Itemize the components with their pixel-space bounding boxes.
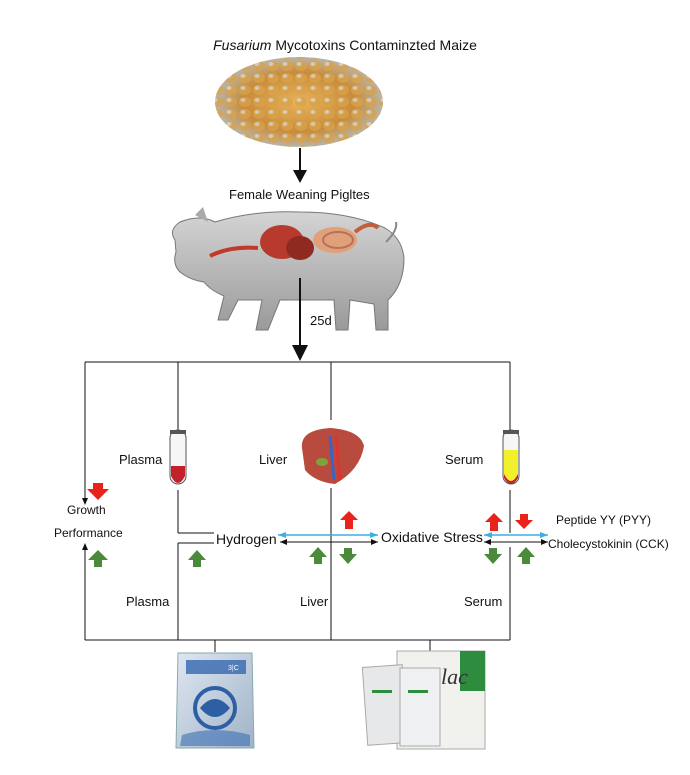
connector-oxidative-hormones-black [484, 539, 548, 545]
growth-up-arrow-icon [88, 550, 108, 567]
diagram-title: Fusarium Mycotoxins Contaminzted Maize [0, 37, 690, 53]
connector-hydrogen-oxidative-black [280, 539, 378, 545]
oxidative-serum-up-arrow-icon [485, 513, 503, 531]
hydrogen-label: Hydrogen [216, 531, 277, 547]
left-package-code: 3|C [228, 665, 239, 672]
serum-tube-icon [502, 429, 520, 485]
liver-bottom-label: Liver [300, 594, 329, 609]
growth-label-line2: Performance [54, 526, 123, 540]
pyy-label: Peptide YY (PYY) [556, 513, 651, 527]
liver-icon [301, 428, 364, 484]
title-rest: Mycotoxins Contaminzted Maize [271, 37, 477, 53]
cck-up-arrow-icon [517, 547, 535, 564]
serum-bottom-label: Serum [464, 594, 503, 609]
oxidative-liver-up-arrow-icon [340, 511, 358, 529]
hydrogen-up-arrow-icon [188, 550, 206, 567]
connector-hydrogen-oxidative [278, 532, 378, 538]
hydrogen-supplement-package [175, 652, 255, 749]
arrow-maize-to-pig [293, 148, 307, 183]
plasma-bottom-label: Plasma [126, 594, 170, 609]
plasma-sample-label: Plasma [119, 452, 163, 467]
arrow-pig-to-split [292, 278, 308, 361]
title-italic: Fusarium [213, 37, 272, 53]
maize-image [215, 57, 383, 147]
hydrogen-liver-up-arrow-icon [309, 547, 327, 564]
growth-arrow-head [82, 498, 88, 505]
connector-oxidative-hormones [484, 532, 548, 538]
digestive-organs [209, 222, 380, 260]
subject-label: Female Weaning Pigltes [229, 187, 370, 202]
liver-sample-label: Liver [259, 452, 288, 467]
oxidative-stress-label: Oxidative Stress [381, 529, 483, 545]
cck-label: Cholecystokinin (CCK) [548, 537, 669, 551]
probiotic-product-box [361, 650, 486, 750]
serum-sample-label: Serum [445, 452, 484, 467]
oxidative-liver-down-arrow-icon [339, 548, 357, 564]
pyy-down-arrow-icon [515, 514, 533, 529]
growth-bottom-arrow-head [82, 543, 88, 550]
duration-label: 25d [310, 313, 332, 328]
plasma-tube-icon [169, 429, 187, 485]
oxidative-serum-down-arrow-icon [484, 548, 502, 564]
right-box-brand: lac [441, 664, 468, 689]
growth-down-arrow-icon [87, 483, 109, 500]
growth-label-line1: Growth [67, 503, 106, 517]
